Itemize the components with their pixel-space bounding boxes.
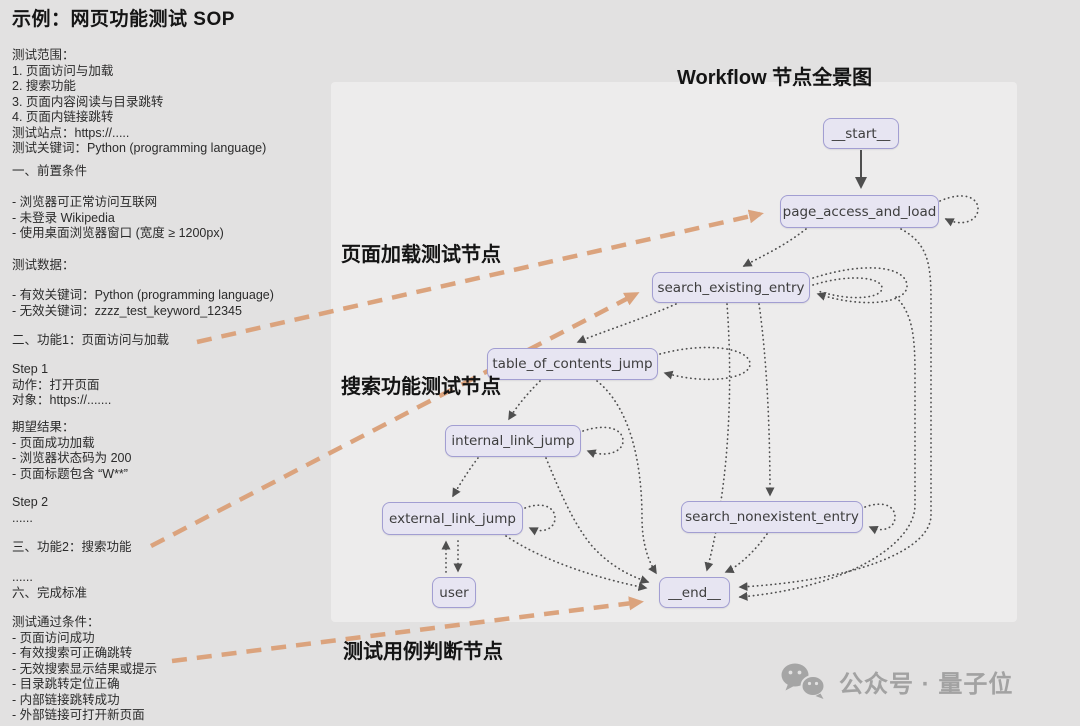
left-text-block-feature2-heading: 三、功能2：搜索功能 (12, 540, 132, 554)
left-text-block-completion-heading: ...... 六、完成标准 (12, 570, 88, 600)
left-text-block-pass-conditions: 测试通过条件： - 页面访问成功 - 有效搜索可正确跳转 - 无效搜索显示结果或… (12, 615, 158, 722)
node-page-access-and-load: page_access_and_load (780, 195, 939, 228)
left-text-block-scope: 测试范围： 1. 页面访问与加载 2. 搜索功能 3. 页面内容阅读与目录跳转 … (12, 48, 267, 155)
node-external-link-jump: external_link_jump (382, 502, 523, 535)
page-title: 示例：网页功能测试 SOP (12, 9, 235, 30)
left-text-block-expected-results: 期望结果： - 页面成功加载 - 浏览器状态码为 200 - 页面标题包含 “W… (12, 420, 132, 481)
left-text-block-step2: Step 2 ...... (12, 495, 49, 525)
wechat-icon (781, 663, 826, 699)
left-column: 测试范围： 1. 页面访问与加载 2. 搜索功能 3. 页面内容阅读与目录跳转 … (12, 0, 332, 726)
node-table-of-contents-jump: table_of_contents_jump (487, 348, 658, 380)
section-label-page-load: 页面加载测试节点 (341, 244, 501, 266)
left-text-block-test-data-heading: 测试数据： (12, 258, 75, 272)
node-search-nonexistent-entry: search_nonexistent_entry (681, 501, 863, 533)
diagram-panel (331, 82, 1017, 622)
node-end: __end__ (659, 577, 730, 608)
section-label-search: 搜索功能测试节点 (341, 376, 501, 398)
node-internal-link-jump: internal_link_jump (445, 425, 581, 457)
node-search-existing-entry: search_existing_entry (652, 272, 810, 303)
node-start: __start__ (823, 118, 899, 149)
watermark-text: 公众号 · 量子位 (839, 670, 1014, 698)
left-text-block-step1: Step 1 动作：打开页面 对象：https://....... (12, 362, 112, 407)
left-text-block-feature1-heading: 二、功能1：页面访问与加载 (12, 333, 169, 347)
workflow-title: Workflow 节点全景图 (677, 67, 873, 89)
left-text-block-precondition-list: - 浏览器可正常访问互联网 - 未登录 Wikipedia - 使用桌面浏览器窗… (12, 195, 224, 240)
node-user: user (432, 577, 476, 608)
watermark: 公众号 · 量子位 (781, 662, 1013, 700)
left-text-block-precondition-heading: 一、前置条件 (12, 164, 88, 178)
section-label-testcase-judge: 测试用例判断节点 (343, 641, 503, 663)
left-text-block-test-data-list: - 有效关键词：Python (programming language) - … (12, 288, 274, 318)
